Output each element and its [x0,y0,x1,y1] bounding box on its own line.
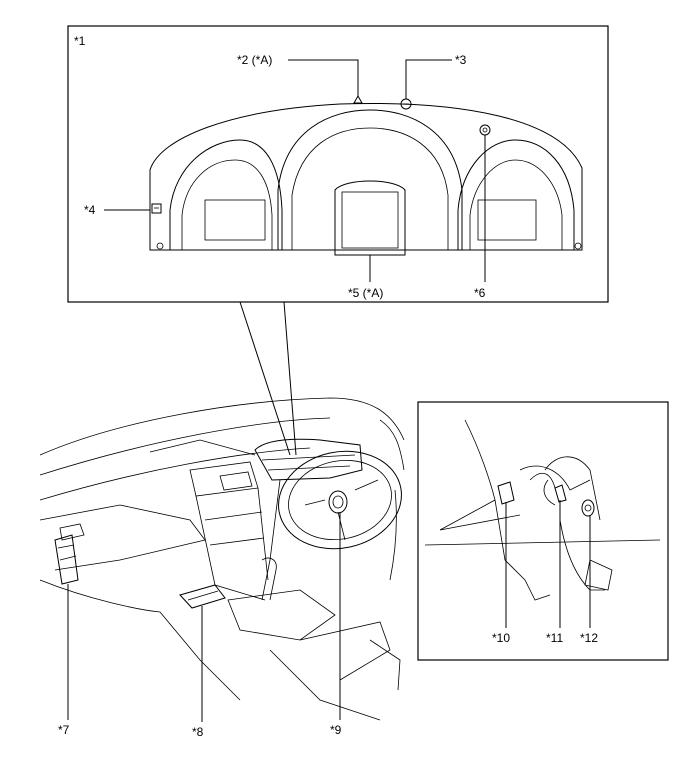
pedal-area-illustration [424,419,661,601]
label-7: *7 [58,723,70,737]
label-9: *9 [330,723,342,737]
label-4: *4 [84,203,96,217]
label-2: *2 (*A) [237,53,272,67]
component-7-part [54,534,79,585]
pedal-leaders [505,500,591,628]
label-10: *10 [492,631,510,645]
warning-triangle-icon [353,94,363,104]
main-leaders [67,512,341,722]
label-6: *6 [474,286,486,300]
component-11-part [554,484,567,503]
label-5: *5 (*A) [348,286,383,300]
pedal-inset-frame [417,401,669,661]
indicator-4-icon [151,203,162,214]
component-12-part [581,499,595,517]
label-11: *11 [546,631,563,645]
dashboard-illustration [39,397,405,721]
cluster-inset-frame [67,25,609,303]
component-10-part [497,481,515,505]
label-8: *8 [192,725,204,739]
label-1: *1 [74,34,86,48]
callout-line-right [283,301,297,456]
component-8-part [179,584,226,609]
steering-pad-component [328,490,348,514]
label-12: *12 [580,631,598,645]
cluster-leaders [104,59,486,282]
callout-line-left [239,301,291,456]
label-3: *3 [455,53,467,67]
